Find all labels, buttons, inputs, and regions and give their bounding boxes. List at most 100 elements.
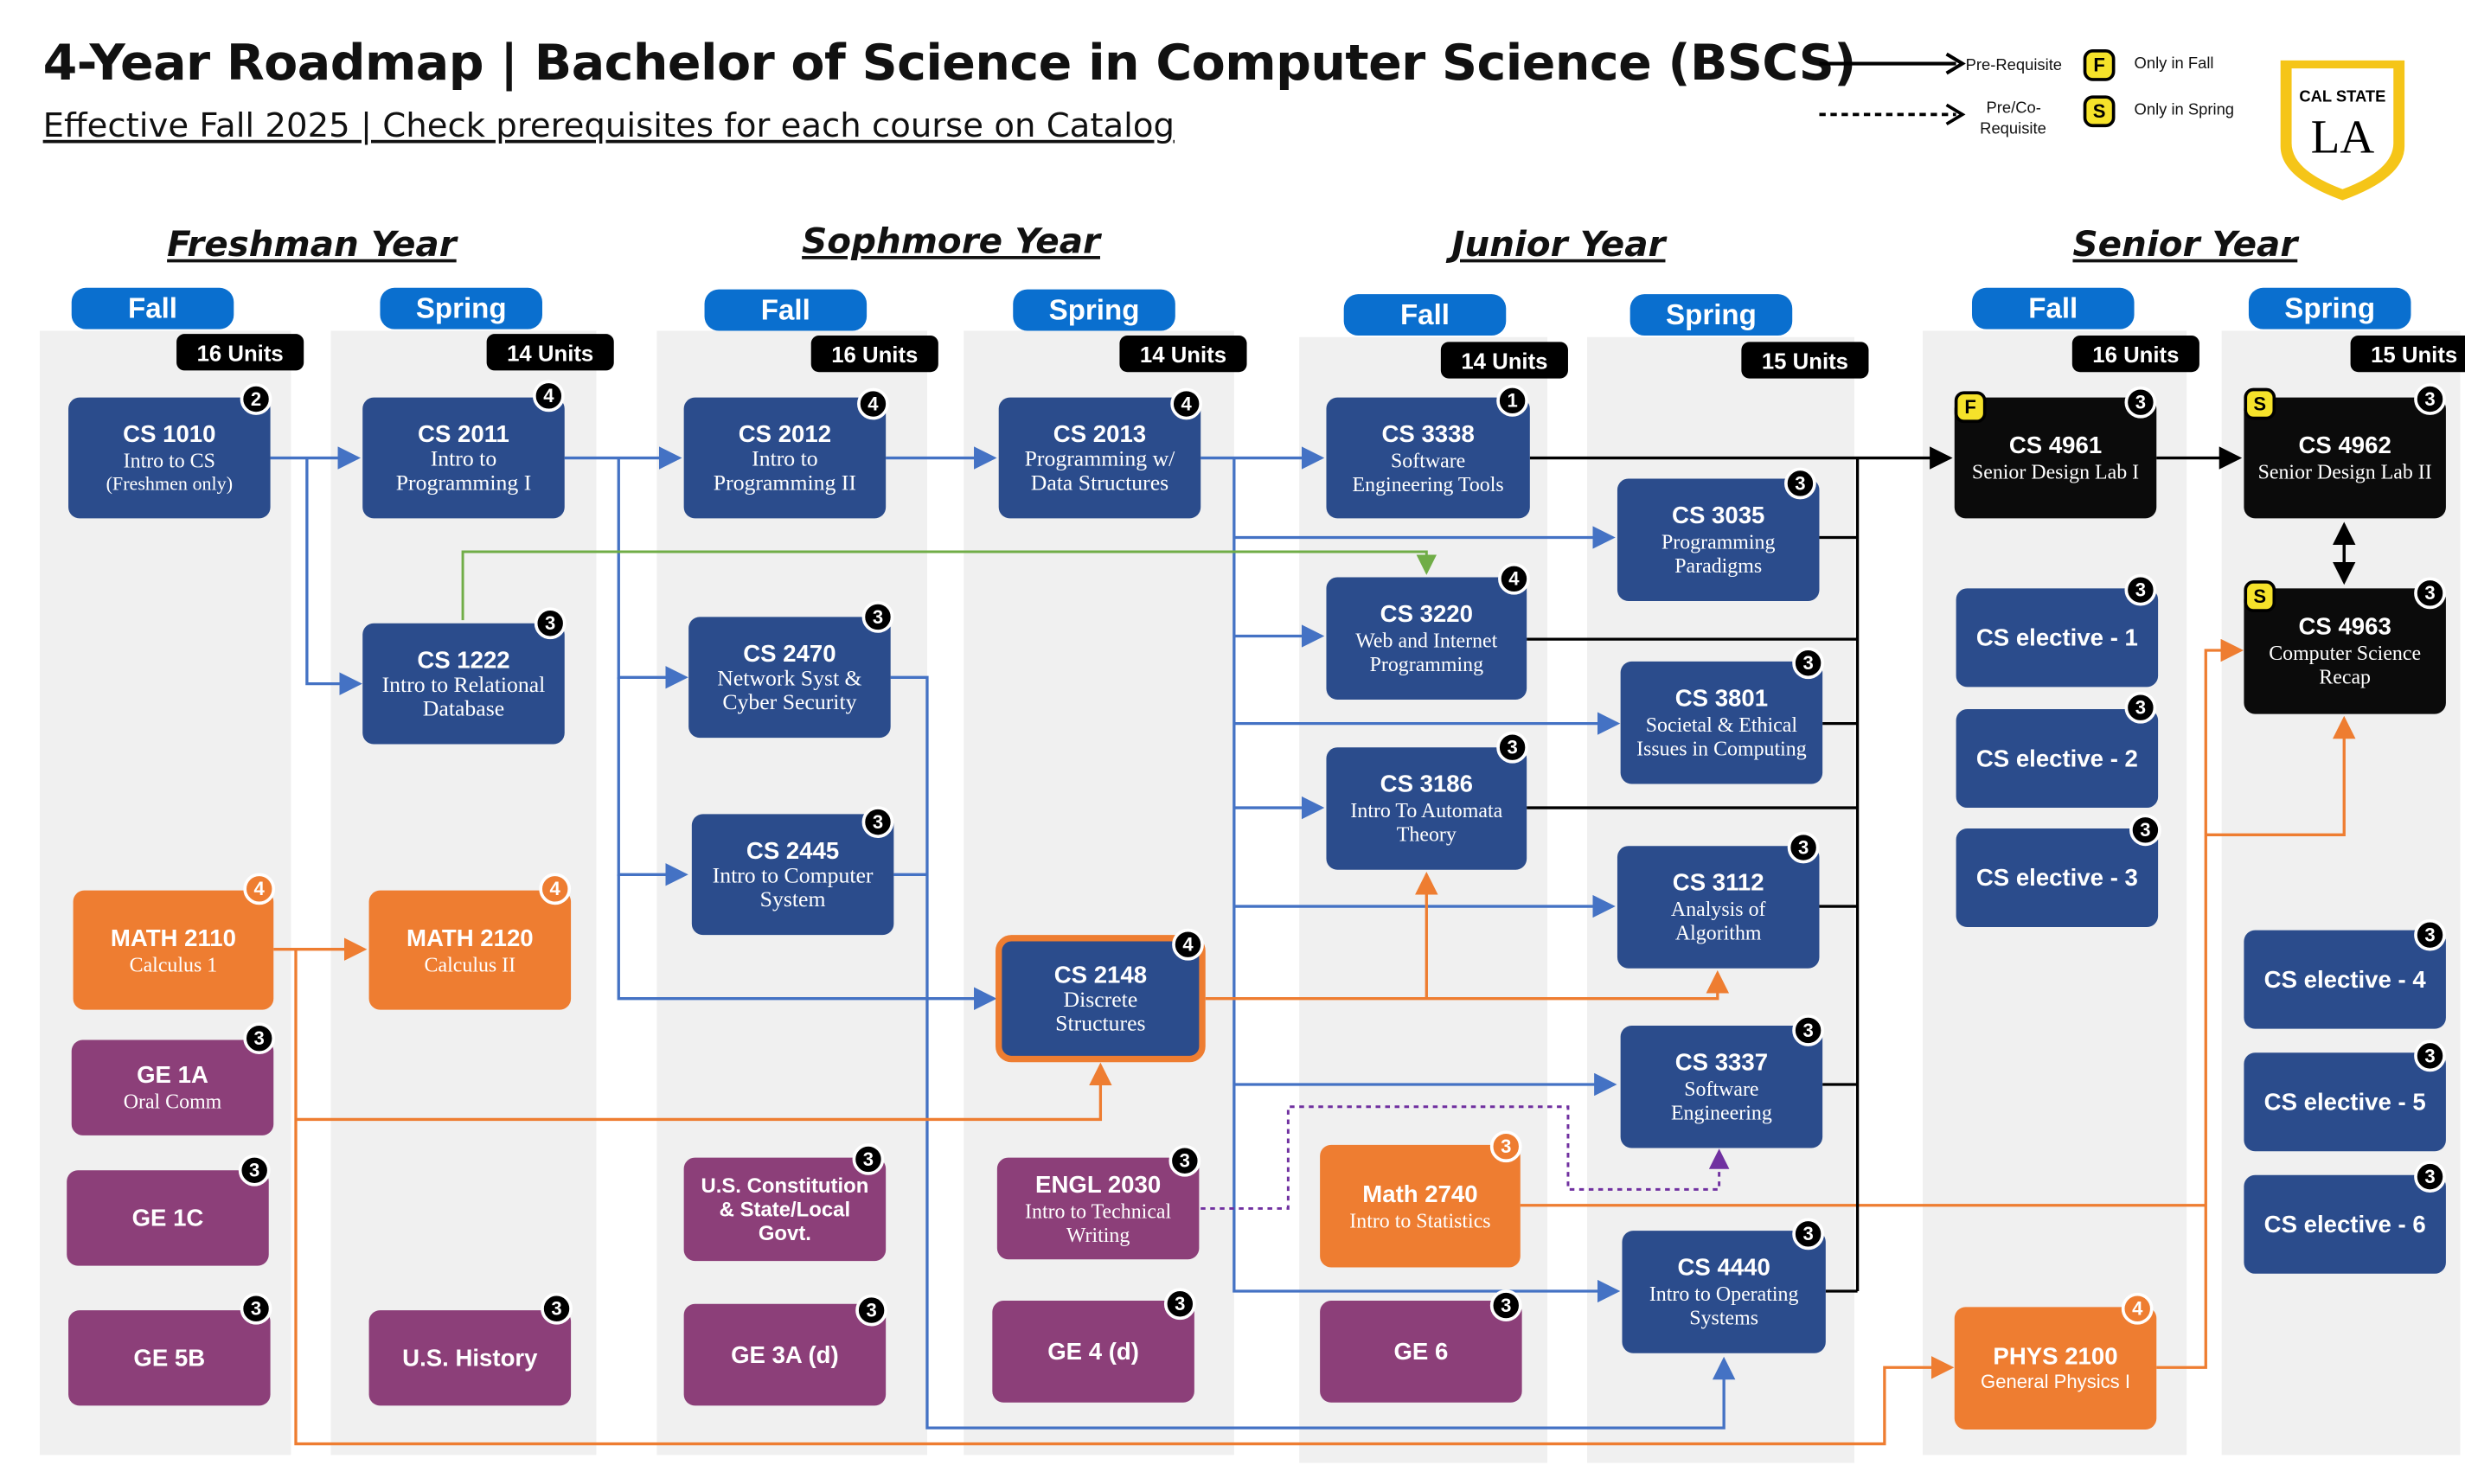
course-code: CS 2148 [1053, 961, 1148, 988]
cal-state-la-logo: CAL STATE LA [2280, 60, 2405, 201]
units-badge: 4 [243, 873, 276, 905]
course-title: General Physics I [1981, 1370, 2130, 1392]
course-title-2: Paradigms [1674, 553, 1763, 578]
units-badge: 3 [861, 601, 894, 633]
course-cs3337[interactable]: CS 3337 Software Engineering [1620, 1025, 1823, 1148]
course-cs3112[interactable]: CS 3112 Analysis of Algorithm [1617, 846, 1820, 969]
course-code: CS 4961 [2008, 432, 2103, 460]
units-badge: 3 [243, 1022, 276, 1055]
course-cs3035[interactable]: CS 3035 Programming Paradigms [1617, 478, 1820, 602]
course-phys2100[interactable]: PHYS 2100 General Physics I [1954, 1307, 2157, 1430]
course-code: CS 3337 [1674, 1049, 1769, 1077]
course-ge1c[interactable]: GE 1C [67, 1170, 269, 1266]
course-title: Intro To Automata [1350, 798, 1503, 822]
course-cs-elective-4[interactable]: CS elective - 4 [2244, 930, 2446, 1029]
course-cs-elective-5[interactable]: CS elective - 5 [2244, 1052, 2446, 1152]
units-badge: 3 [1792, 647, 1824, 680]
course-title: Intro to [752, 447, 818, 472]
course-cs3220[interactable]: CS 3220 Web and Internet Programming [1326, 577, 1527, 700]
course-cs2148[interactable]: CS 2148 Discrete Structures [996, 935, 1206, 1063]
course-cs-elective-6[interactable]: CS elective - 6 [2244, 1174, 2446, 1274]
course-title: Network Syst & [717, 667, 862, 691]
course-title: Intro to Relational [381, 673, 546, 698]
column-junior-fall [1299, 336, 1548, 1463]
course-title: Computer Science [2269, 640, 2422, 665]
course-us-constitution[interactable]: U.S. Constitution & State/Local Govt. [683, 1157, 887, 1262]
course-title: Oral Comm [123, 1089, 222, 1114]
course-code: CS elective - 6 [2263, 1211, 2426, 1238]
course-code: CS 4440 [1677, 1254, 1770, 1282]
course-ge4[interactable]: GE 4 (d) [992, 1301, 1194, 1403]
course-code: GE 1C [131, 1204, 204, 1232]
course-code: CS 1010 [123, 420, 216, 448]
semester-sophomore-spring: Spring [1013, 289, 1175, 331]
course-cs1010[interactable]: CS 1010 Intro to CS (Freshmen only) [68, 397, 271, 519]
course-cs1222[interactable]: CS 1222 Intro to Relational Database [362, 623, 565, 745]
course-code: CS 3220 [1380, 601, 1473, 629]
fall-only-badge: F [1954, 391, 1987, 424]
course-cs2470[interactable]: CS 2470 Network Syst & Cyber Security [688, 617, 891, 739]
course-title-2: Engineering [1670, 1100, 1772, 1124]
course-ge5b[interactable]: GE 5B [68, 1310, 271, 1406]
units-badge: 4 [532, 380, 565, 413]
course-engl2030[interactable]: ENGL 2030 Intro to Technical Writing [996, 1157, 1200, 1260]
year-senior: Senior Year [2072, 226, 2298, 266]
course-cs2012[interactable]: CS 2012 Intro to Programming II [683, 397, 887, 519]
course-cs3801[interactable]: CS 3801 Societal & Ethical Issues in Com… [1620, 661, 1823, 784]
course-math2110[interactable]: MATH 2110 Calculus 1 [73, 890, 274, 1010]
course-title: Discrete [1063, 988, 1138, 1013]
semester-sophomore-fall: Fall [704, 289, 868, 331]
course-code: GE 5B [133, 1344, 206, 1372]
units-sophomore-fall: 16 Units [810, 335, 938, 373]
course-cs4961[interactable]: CS 4961 Senior Design Lab I [1954, 397, 2157, 519]
course-code: CS 2012 [738, 420, 832, 448]
course-cs-elective-3[interactable]: CS elective - 3 [1956, 828, 2159, 927]
course-cs3186[interactable]: CS 3186 Intro To Automata Theory [1326, 747, 1527, 870]
course-us-history[interactable]: U.S. History [368, 1310, 572, 1406]
course-cs-elective-2[interactable]: CS elective - 2 [1956, 709, 2159, 809]
course-ge6[interactable]: GE 6 [1320, 1301, 1522, 1403]
legend-fall-badge: F [2083, 48, 2116, 81]
page-title: 4-Year Roadmap | Bachelor of Science in … [42, 35, 1857, 93]
course-cs4440[interactable]: CS 4440 Intro to Operating Systems [1622, 1231, 1826, 1353]
course-cs2011[interactable]: CS 2011 Intro to Programming I [362, 397, 565, 519]
course-title: Calculus II [424, 951, 516, 976]
units-badge: 3 [852, 1143, 885, 1175]
legend-spring-label: Only in Spring [2134, 101, 2235, 119]
units-badge: 3 [1168, 1144, 1201, 1177]
course-cs4963[interactable]: CS 4963 Computer Science Recap [2244, 588, 2446, 714]
course-title-2: Structures [1055, 1012, 1146, 1036]
course-cs3338[interactable]: CS 3338 Software Engineering Tools [1326, 397, 1530, 519]
course-cs4962[interactable]: CS 4962 Senior Design Lab II [2244, 397, 2446, 519]
units-badge: 3 [1489, 1130, 1522, 1163]
units-badge: 3 [855, 1294, 887, 1327]
course-title: Senior Design Lab II [2257, 459, 2432, 483]
course-code: ENGL 2030 [1035, 1171, 1162, 1199]
units-badge: 3 [861, 806, 894, 838]
units-badge: 3 [1489, 1289, 1522, 1321]
course-code: CS elective - 2 [1975, 745, 2138, 772]
course-title: Intro to Technical [1025, 1198, 1172, 1223]
units-badge: 4 [539, 873, 572, 905]
legend-arrows [1819, 52, 1966, 125]
legend-fall-label: Only in Fall [2134, 55, 2214, 74]
units-badge: 3 [240, 1292, 272, 1325]
course-math2740[interactable]: Math 2740 Intro to Statistics [1320, 1144, 1521, 1268]
legend-prereq-label: Pre-Requisite [1965, 57, 2063, 75]
legend-spring-badge: S [2083, 95, 2116, 128]
semester-junior-fall: Fall [1343, 294, 1507, 336]
course-title: Programming [1661, 529, 1776, 553]
course-cs-elective-1[interactable]: CS elective - 1 [1956, 588, 2159, 688]
course-title-2: Recap [2319, 664, 2372, 689]
units-freshman-spring: 14 Units [486, 334, 614, 371]
course-code: CS 3186 [1380, 771, 1473, 799]
logo-text-la: LA [2311, 111, 2375, 163]
course-math2120[interactable]: MATH 2120 Calculus II [368, 890, 572, 1010]
course-cs2013[interactable]: CS 2013 Programming w/ Data Structures [998, 397, 1201, 519]
course-title-2: Programming I [395, 471, 532, 496]
course-note: (Freshmen only) [106, 471, 234, 494]
course-cs2445[interactable]: CS 2445 Intro to Computer System [691, 814, 894, 936]
course-ge1a[interactable]: GE 1A Oral Comm [71, 1039, 274, 1135]
course-ge3a[interactable]: GE 3A (d) [683, 1303, 887, 1406]
units-badge: 3 [1792, 1014, 1824, 1046]
